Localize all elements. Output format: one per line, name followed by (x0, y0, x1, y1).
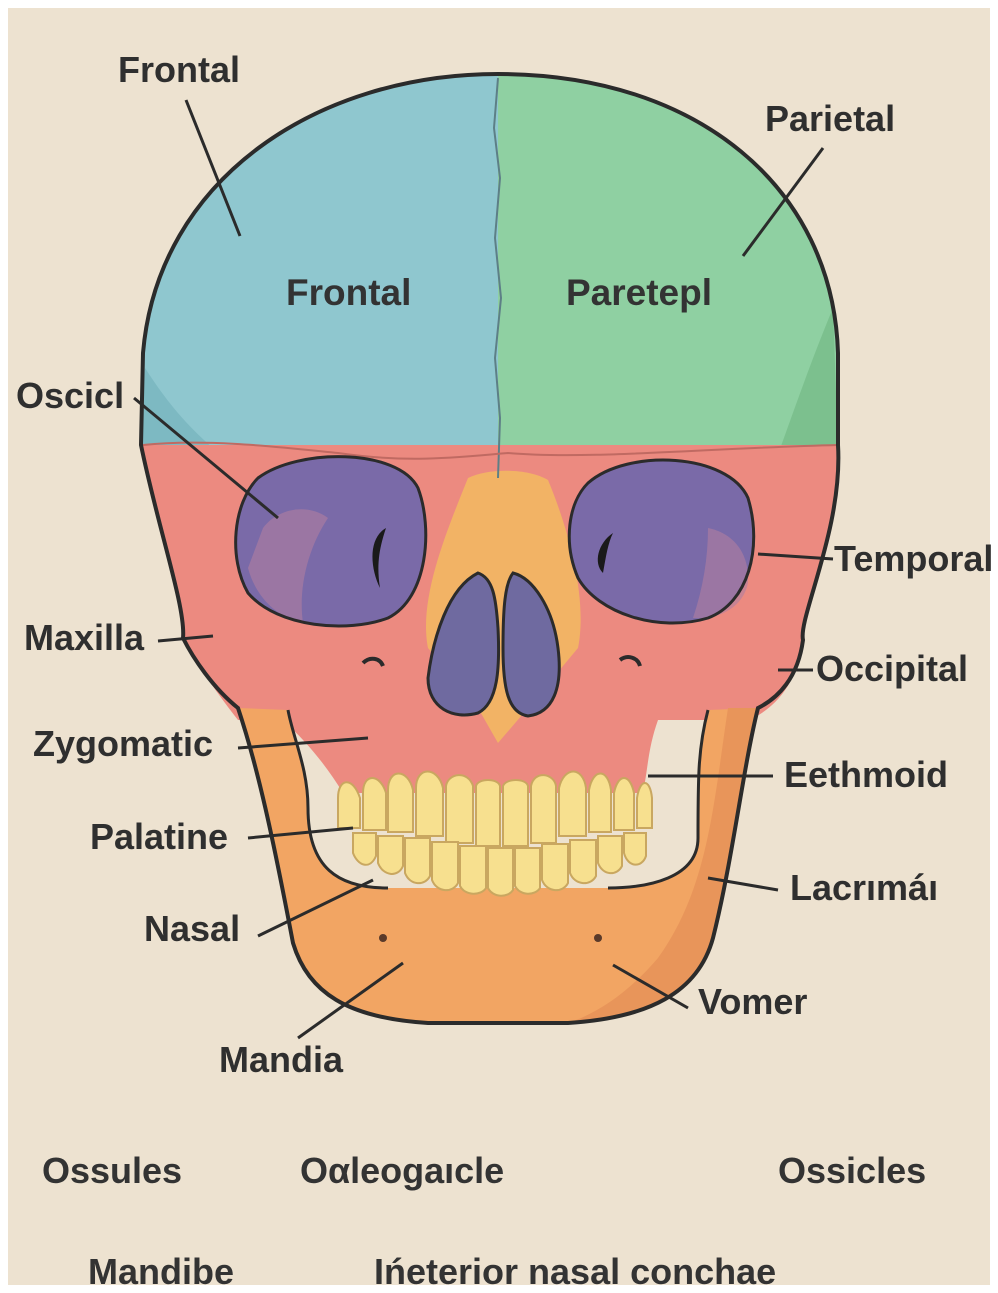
bottom-text-mandibe: Mandibe (88, 1254, 234, 1290)
frontal-bone-region (141, 74, 508, 445)
label-temporal: Temporal (834, 541, 993, 577)
inner-label-paretepl: Paretepl (566, 274, 712, 311)
inner-label-frontal: Frontal (286, 274, 411, 311)
label-mandia: Mandia (219, 1042, 343, 1078)
label-nasal: Nasal (144, 911, 240, 947)
diagram-canvas: Frontal Parietal Oscicl Temporal Maxilla… (8, 8, 990, 1285)
label-frontal: Frontal (118, 52, 240, 88)
bottom-text-ossicles: Ossicles (778, 1153, 926, 1189)
label-zygomatic: Zygomatic (33, 726, 213, 762)
label-palatine: Palatine (90, 819, 228, 855)
label-vomer: Vomer (698, 984, 807, 1020)
right-mental-foramen (594, 934, 602, 942)
label-lacrimal: Lacrımáı (790, 870, 938, 906)
left-mental-foramen (379, 934, 387, 942)
label-parietal: Parietal (765, 101, 895, 137)
label-maxilla: Maxilla (24, 620, 144, 656)
bottom-text-oaleogaicle: Oαleogaıcle (300, 1153, 504, 1189)
bottom-text-ossules: Ossules (42, 1153, 182, 1189)
skull-diagram (8, 8, 990, 1285)
label-eethmoid: Eethmoid (784, 757, 948, 793)
label-occipital: Occipital (816, 651, 968, 687)
bottom-text-conchae: Ińeterior nasal conchae (374, 1254, 776, 1290)
label-oscicl: Oscicl (16, 378, 124, 414)
